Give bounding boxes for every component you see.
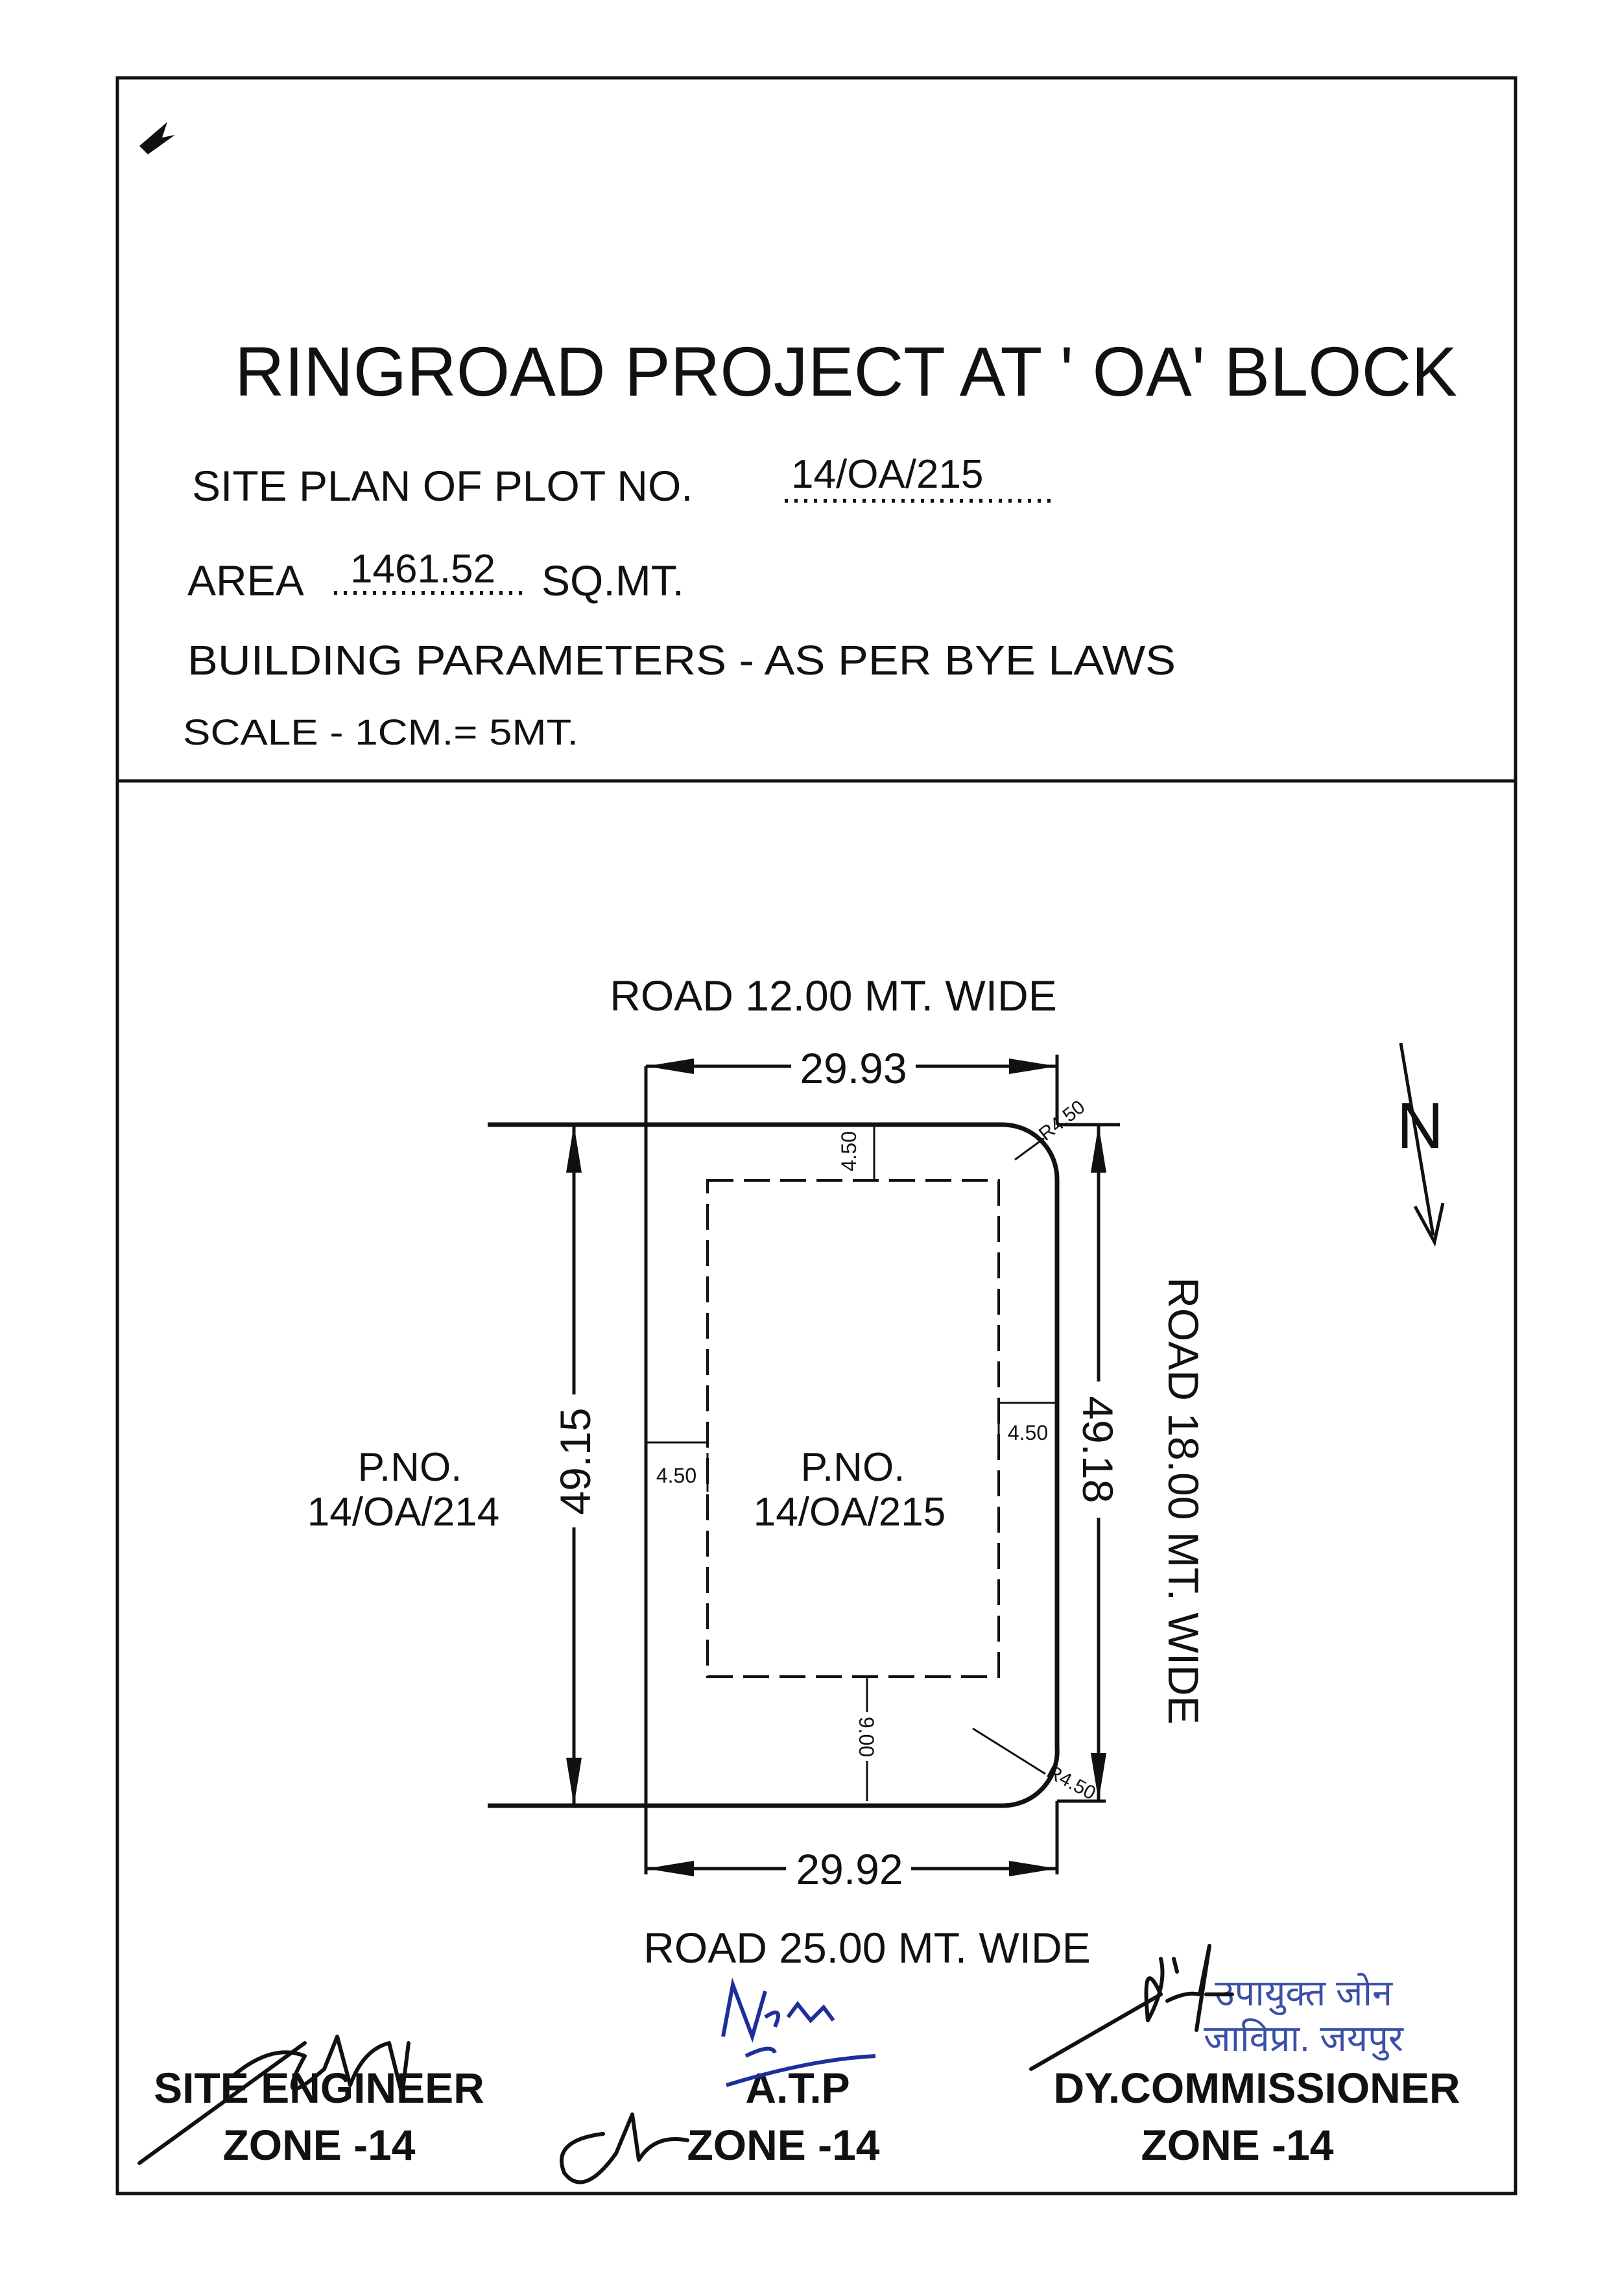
dimension-top: 29.93 (646, 1044, 1057, 1092)
site-engineer-signature-block: SITE ENGINEER ZONE -14 (137, 2035, 484, 2169)
plot-no-value: 14/OA/215 (791, 452, 983, 497)
svg-text:R4.50: R4.50 (1035, 1096, 1089, 1145)
building-parameters: BUILDING PARAMETERS - AS PER BYE LAWS (187, 637, 1176, 684)
svg-text:ZONE -14: ZONE -14 (687, 2121, 879, 2169)
road-south-label: ROAD 25.00 MT. WIDE (643, 1924, 1091, 1972)
signature (137, 2035, 410, 2165)
building-setback-line (706, 1179, 1000, 1678)
signature (1029, 1944, 1234, 2071)
dim-bottom-label: 29.92 (796, 1845, 903, 1893)
svg-text:ZONE -14: ZONE -14 (1141, 2121, 1333, 2169)
svg-text:R4.50: R4.50 (1043, 1761, 1099, 1804)
dimension-bottom: 29.92 (646, 1845, 1057, 1893)
dimension-right: 49.18 (1074, 1125, 1122, 1801)
atp-signature-block: A.T.P ZONE -14 (560, 1977, 880, 2184)
page-title: RINGROAD PROJECT AT ' OA' BLOCK (235, 332, 1457, 411)
corner-mark-icon (139, 122, 175, 154)
adjacent-plot-no: 14/OA/214 (307, 1490, 499, 1535)
road-north-label: ROAD 12.00 MT. WIDE (610, 972, 1057, 1020)
setback-right-dim: 4.50 (997, 1402, 1057, 1450)
north-arrow-icon: N (1397, 1042, 1445, 1247)
svg-text:4.50: 4.50 (1008, 1421, 1048, 1444)
signature (560, 2112, 689, 2184)
svg-text:4.50: 4.50 (656, 1464, 696, 1487)
svg-text:9.00: 9.00 (855, 1717, 878, 1757)
signature-blue (721, 1977, 876, 2087)
dim-right-label: 49.18 (1074, 1396, 1122, 1503)
area-value: 1461.52 (350, 547, 495, 592)
setback-rear-dim: 9.00 (855, 1677, 878, 1801)
svg-text:DY.COMMISSIONER: DY.COMMISSIONER (1053, 2064, 1460, 2112)
svg-text:उपायुक्त जोन: उपायुक्त जोन (1215, 1972, 1393, 2016)
scale-note: SCALE - 1CM.= 5MT. (183, 712, 578, 752)
svg-text:N: N (1397, 1090, 1444, 1162)
setback-left-dim: 4.50 (646, 1441, 709, 1492)
plot-label: P.NO. (801, 1445, 905, 1490)
official-stamp: उपायुक्त जोन जाविप्रा. जयपुर (1204, 1972, 1404, 2061)
road-east-label: ROAD 18.00 MT. WIDE (1160, 1277, 1208, 1725)
document-border (115, 76, 1517, 2195)
area-unit: SQ.MT. (541, 556, 684, 604)
dy-commissioner-signature-block: उपायुक्त जोन जाविप्रा. जयपुर DY.COMMISSI… (1029, 1944, 1460, 2169)
svg-text:A.T.P: A.T.P (745, 2064, 850, 2112)
svg-text:4.50: 4.50 (837, 1131, 861, 1171)
dim-top-label: 29.93 (800, 1044, 907, 1092)
adjacent-plot-label: P.NO. (358, 1445, 462, 1490)
plot-no-label: SITE PLAN OF PLOT NO. (192, 462, 693, 510)
area-label: AREA (187, 556, 304, 604)
plot-no: 14/OA/215 (754, 1490, 946, 1535)
dim-left-label: 49.15 (551, 1407, 599, 1514)
svg-text:ZONE -14: ZONE -14 (222, 2121, 415, 2169)
svg-text:जाविप्रा. जयपुर: जाविप्रा. जयपुर (1204, 2018, 1404, 2061)
plot-boundary (488, 1122, 1060, 1808)
setback-front-dim: 4.50 (837, 1125, 875, 1180)
dimension-left: 49.15 (551, 1125, 599, 1806)
